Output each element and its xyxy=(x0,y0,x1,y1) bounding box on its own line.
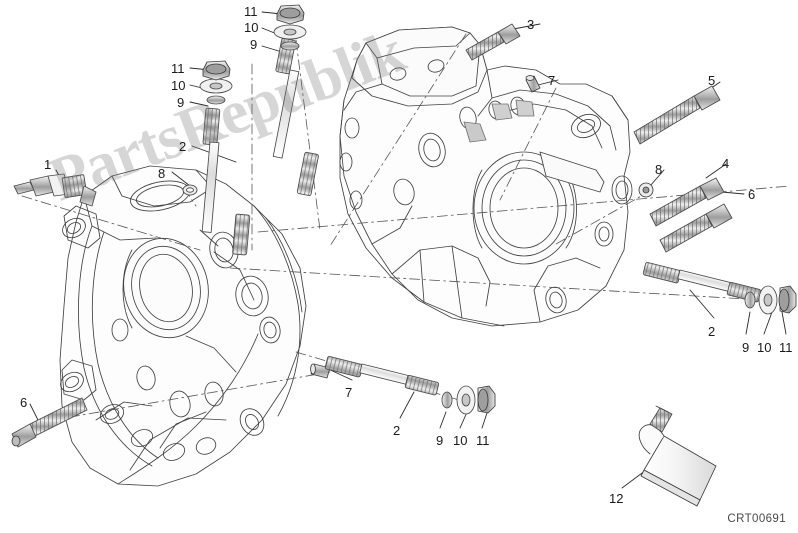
callout-11b: 11 xyxy=(171,61,185,76)
drawing-code: CRT00691 xyxy=(727,513,786,525)
callout-1: 1 xyxy=(44,157,52,172)
callout-7a: 7 xyxy=(548,73,556,88)
part-6-screw-bottom-left xyxy=(11,397,88,448)
callout-10b: 10 xyxy=(171,78,186,93)
left-crankcase-half xyxy=(59,165,307,487)
callout-6b: 6 xyxy=(20,395,28,410)
part-2-stud-bolt-right xyxy=(642,261,762,303)
callout-9d: 9 xyxy=(436,433,444,448)
callout-5: 5 xyxy=(708,73,716,88)
callout-11c: 11 xyxy=(779,340,793,355)
part-8-o-ring-right xyxy=(638,182,654,198)
callout-10a: 10 xyxy=(244,20,259,35)
parts-9-10-11-stack-right xyxy=(744,285,797,315)
callout-2a: 2 xyxy=(179,139,187,154)
callout-4: 4 xyxy=(722,156,730,171)
part-2-stud-bolt-upper-left xyxy=(201,107,251,256)
callout-11d: 11 xyxy=(476,433,490,448)
part-8-o-ring-left xyxy=(182,184,198,196)
part-7-dowel-pin-upper xyxy=(525,75,541,93)
part-4-screw xyxy=(649,177,725,227)
part-1-oil-pressure-switch xyxy=(13,173,97,207)
part-6-screw-right xyxy=(659,203,733,253)
callout-10c: 10 xyxy=(757,340,772,355)
callout-8b: 8 xyxy=(655,162,663,177)
callout-12: 12 xyxy=(609,491,624,506)
part-2-stud-bolt-lower xyxy=(324,355,440,396)
parts-9-10-11-stack-lower xyxy=(441,385,496,415)
callout-11a: 11 xyxy=(244,4,258,19)
callout-6a: 6 xyxy=(748,187,756,202)
callout-2b: 2 xyxy=(708,324,716,339)
parts-9-10-11-stack-top xyxy=(273,4,307,51)
callout-9a: 9 xyxy=(250,37,258,52)
callout-9c: 9 xyxy=(742,340,750,355)
callout-7b: 7 xyxy=(345,385,353,400)
parts-9-10-11-stack-left xyxy=(199,60,233,105)
callout-2c: 2 xyxy=(393,423,401,438)
part-12-sealant-tube xyxy=(638,405,717,507)
callout-9b: 9 xyxy=(177,95,185,110)
callout-10d: 10 xyxy=(453,433,468,448)
part-5-screw-long xyxy=(633,85,721,145)
right-crankcase-half xyxy=(339,26,633,327)
part-3-screw xyxy=(465,23,521,61)
callout-3: 3 xyxy=(527,17,535,32)
callout-8a: 8 xyxy=(158,166,166,181)
